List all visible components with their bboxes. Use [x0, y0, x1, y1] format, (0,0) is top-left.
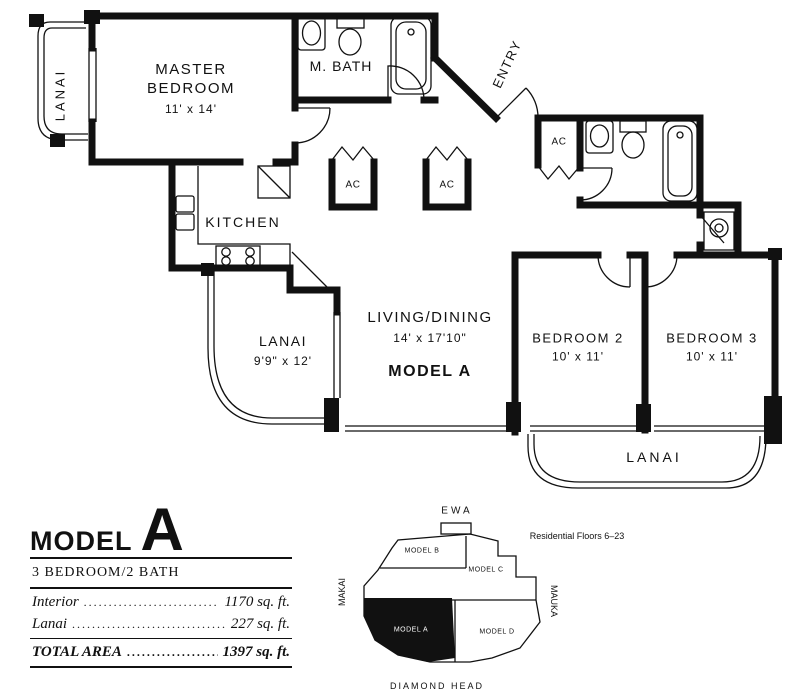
spec-label: Interior — [32, 593, 79, 610]
residential-floors-label: Residential Floors 6–23 — [529, 531, 625, 541]
wall-pillars — [29, 10, 782, 444]
ewa-label: EWA — [441, 505, 473, 517]
room-name: MASTER BEDROOM — [146, 60, 235, 97]
spec-label: Lanai — [32, 615, 68, 632]
bed-bath-line: 3 BEDROOM/2 BATH — [32, 565, 180, 580]
room-dims: 14' x 17'10" — [393, 330, 467, 345]
interior-spec-row: Interior ...............................… — [30, 589, 292, 616]
lanai-right-label: LANAI — [626, 449, 682, 465]
total-area-row: TOTAL AREA .............................… — [30, 639, 292, 666]
dot-leader: ........................................… — [72, 616, 226, 631]
bedroom3-label: BEDROOM 3 10' x 11' — [666, 330, 758, 363]
keyplan-ewa-notch — [440, 522, 472, 535]
louver-doors — [331, 145, 581, 181]
divider — [30, 637, 292, 639]
dot-leader: ........................................… — [126, 645, 218, 659]
model-letter: A — [140, 496, 184, 563]
keyplan-model-c-label: MODEL C — [468, 566, 504, 574]
keyplan-model-a-label: MODEL A — [393, 626, 429, 634]
room-dims: 10' x 11' — [551, 349, 605, 364]
room-dims: 11' x 14' — [164, 101, 218, 116]
room-dims: 9'9" x 12' — [253, 353, 313, 368]
model-word: MODEL — [30, 526, 133, 556]
lanai-left-label: LANAI 9'9" x 12' — [254, 333, 312, 368]
divider — [30, 587, 292, 589]
sliding-doors — [88, 48, 764, 432]
room-name: LIVING/DINING — [367, 309, 493, 327]
kitchen-label: KITCHEN — [205, 214, 281, 230]
kitchen-fixtures — [175, 165, 331, 291]
room-dims: 10' x 11' — [685, 349, 739, 364]
spec-value: 1170 sq. ft. — [224, 593, 290, 610]
ac-closet-label: AC — [345, 179, 361, 191]
lanai-top-label: LANAI — [52, 68, 68, 122]
ac-closet-label: AC — [439, 179, 455, 191]
spec-value: 227 sq. ft. — [230, 615, 290, 632]
model-tag: MODEL A — [388, 362, 472, 380]
room-name: BEDROOM 2 — [532, 330, 624, 346]
keyplan-model-b-label: MODEL B — [404, 547, 440, 555]
keyplan-model-a-region — [364, 598, 455, 662]
room-name: BEDROOM 3 — [666, 330, 758, 346]
spec-label: TOTAL AREA — [32, 644, 122, 660]
diamond-head-label: DIAMOND HEAD — [389, 681, 485, 691]
bath2-fixtures — [585, 120, 735, 251]
mauka-label: MAUKA — [549, 584, 559, 618]
walls — [88, 12, 779, 444]
divider — [30, 666, 292, 668]
living-dining-label: LIVING/DINING 14' x 17'10" MODEL A — [367, 309, 492, 381]
master-bedroom-label: MASTER BEDROOM 11' x 14' — [125, 61, 257, 116]
keyplan-model-d-label: MODEL D — [479, 628, 515, 636]
dot-leader: ........................................… — [83, 594, 220, 609]
model-heading: MODEL A — [30, 496, 292, 563]
master-bath-fixtures — [297, 16, 432, 95]
model-info-panel: MODEL A 3 BEDROOM/2 BATH Interior ......… — [30, 496, 292, 668]
divider — [30, 557, 292, 559]
bedroom2-label: BEDROOM 2 10' x 11' — [532, 330, 624, 363]
lanai-outlines — [37, 21, 767, 489]
room-name: LANAI — [259, 332, 307, 349]
ac-closet-label: AC — [551, 136, 567, 148]
lanai-spec-row: Lanai ..................................… — [30, 616, 292, 638]
master-bath-label: M. BATH — [309, 58, 373, 74]
makai-label: MAKAI — [337, 577, 347, 607]
spec-value: 1397 sq. ft. — [222, 644, 291, 660]
